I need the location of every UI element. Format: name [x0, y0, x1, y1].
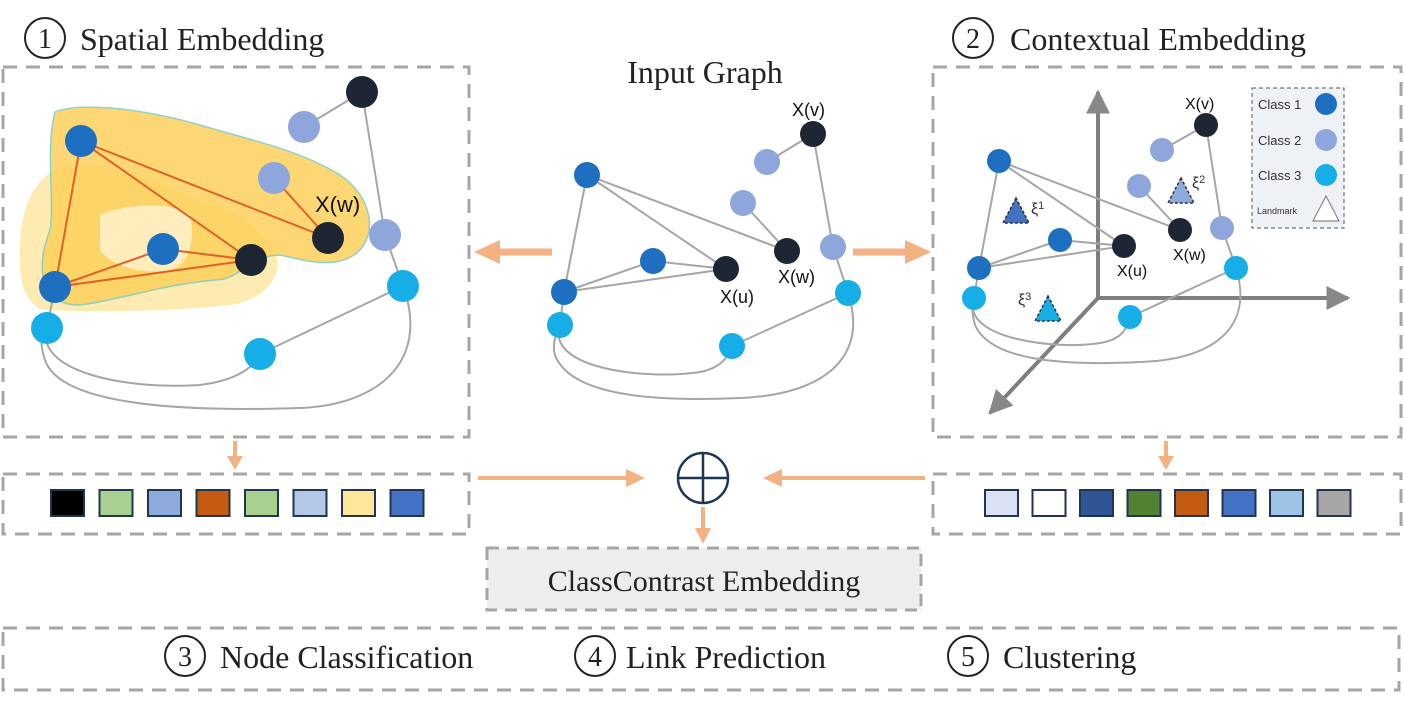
arrow-spatial-to-concat — [478, 469, 645, 487]
landmark-1-label: ξ1 — [1031, 200, 1044, 218]
spatial-vector-cell-5 — [244, 489, 279, 517]
input-graph-title: Input Graph — [627, 54, 783, 90]
contextual-vector-frame — [931, 472, 1403, 536]
step-number-2: 2 — [966, 24, 980, 55]
spatial-embedding-panel: 1 Spatial Embedding — [1, 17, 471, 536]
neighborhood-inner-glow — [100, 205, 192, 272]
spatial-vector-cell-7 — [341, 489, 376, 517]
step-number-3: 3 — [178, 642, 192, 673]
contextual-vector-cell-5 — [1174, 489, 1209, 517]
spatial-down-arrow — [227, 441, 243, 470]
contextual-down-arrow — [1158, 441, 1174, 470]
contextual-embedding-title: Contextual Embedding — [1010, 21, 1306, 57]
contextual-vector-cell-4 — [1126, 489, 1162, 517]
contextual-embedding-panel: 2 Contextual Embedding — [931, 17, 1403, 536]
spatial-vector-cell-2 — [98, 489, 134, 517]
spatial-vector-cell-6 — [292, 489, 328, 517]
step-badge-5 — [947, 635, 989, 677]
arrow-to-spatial — [474, 240, 552, 264]
contextual-vector-cell-1 — [984, 489, 1019, 517]
spatial-vector-cell-3 — [147, 489, 182, 517]
spatial-embedding-vector — [50, 489, 425, 517]
task-clustering: 5 Clustering — [947, 635, 1136, 677]
input-node-label-xw: X(w) — [778, 267, 815, 287]
arrow-concat-to-output — [695, 507, 711, 544]
task-label-node-classification: Node Classification — [220, 639, 473, 675]
landmark-1-icon — [1001, 196, 1031, 224]
contextual-landmarks — [1001, 176, 1196, 322]
spatial-node-label-xw: X(w) — [315, 192, 360, 217]
spatial-embedding-title: Spatial Embedding — [80, 21, 324, 57]
step-number-1: 1 — [38, 24, 52, 55]
contextual-panel-heading: 2 Contextual Embedding — [952, 17, 1306, 59]
legend-swatch-class-3 — [1315, 164, 1337, 186]
spatial-panel-frame — [1, 65, 471, 439]
legend-swatch-landmark — [1312, 194, 1340, 222]
arrow-to-contextual — [853, 240, 931, 264]
landmark-2-label: ξ2 — [1192, 174, 1205, 192]
contextual-panel-frame — [931, 65, 1403, 439]
spatial-panel-heading: 1 Spatial Embedding — [24, 17, 324, 59]
task-label-clustering: Clustering — [1003, 639, 1136, 675]
contextual-vector-cell-3 — [1079, 489, 1114, 517]
contextual-axes — [988, 89, 1351, 415]
step-number-4: 4 — [588, 642, 602, 673]
classcontrast-embedding-box — [485, 546, 923, 612]
spatial-nodes — [31, 76, 419, 370]
tasks-frame — [1, 626, 1401, 692]
input-graph-nodes — [547, 121, 861, 359]
step-badge-4 — [574, 635, 616, 677]
landmark-3-icon — [1033, 294, 1063, 322]
legend-label-class-1: Class 1 — [1258, 97, 1301, 112]
spatial-vector-cell-4 — [195, 489, 231, 517]
arrow-contextual-to-concat — [763, 469, 925, 487]
concatenation-operator — [676, 451, 730, 505]
legend-label-class-2: Class 2 — [1258, 133, 1301, 148]
step-badge-3 — [164, 635, 206, 677]
spatial-vector-cell-1 — [50, 489, 85, 517]
contextual-embedding-vector — [984, 489, 1352, 517]
legend-label-class-3: Class 3 — [1258, 168, 1301, 183]
class-legend: Class 1 Class 2 Class 3 Landmark — [1251, 87, 1345, 229]
task-node-classification: 3 Node Classification — [164, 635, 473, 677]
contextual-nodes — [962, 113, 1248, 329]
legend-swatch-class-2 — [1315, 129, 1337, 151]
input-node-label-xv: X(v) — [792, 100, 825, 120]
legend-label-landmark: Landmark — [1257, 206, 1298, 216]
task-link-prediction: 4 Link Prediction — [574, 635, 826, 677]
contextual-node-label-xv: X(v) — [1185, 96, 1214, 113]
downstream-tasks-panel: 3 Node Classification 4 Link Prediction … — [1, 626, 1401, 692]
step-badge-2 — [952, 17, 994, 59]
spatial-vector-cell-8 — [389, 489, 425, 517]
contextual-node-label-xu: X(u) — [1117, 263, 1147, 280]
landmark-2-icon — [1166, 176, 1196, 204]
contextual-vector-cell-8 — [1316, 489, 1352, 517]
input-node-label-xu: X(u) — [720, 287, 754, 307]
input-graph-panel: Input Graph — [474, 54, 931, 612]
spatial-vector-frame — [1, 472, 471, 536]
contextual-vector-cell-2 — [1031, 489, 1067, 517]
step-badge-1 — [24, 17, 66, 59]
landmark-3-label: ξ3 — [1018, 291, 1031, 309]
contextual-vector-cell-6 — [1221, 489, 1257, 517]
contextual-node-label-xw: X(w) — [1173, 247, 1206, 264]
contextual-edges — [971, 124, 1242, 365]
classcontrast-embedding-label: ClassContrast Embedding — [548, 565, 860, 598]
task-label-link-prediction: Link Prediction — [626, 639, 826, 675]
legend-swatch-class-1 — [1315, 93, 1337, 115]
step-number-5: 5 — [961, 642, 975, 673]
contextual-vector-cell-7 — [1269, 489, 1304, 517]
